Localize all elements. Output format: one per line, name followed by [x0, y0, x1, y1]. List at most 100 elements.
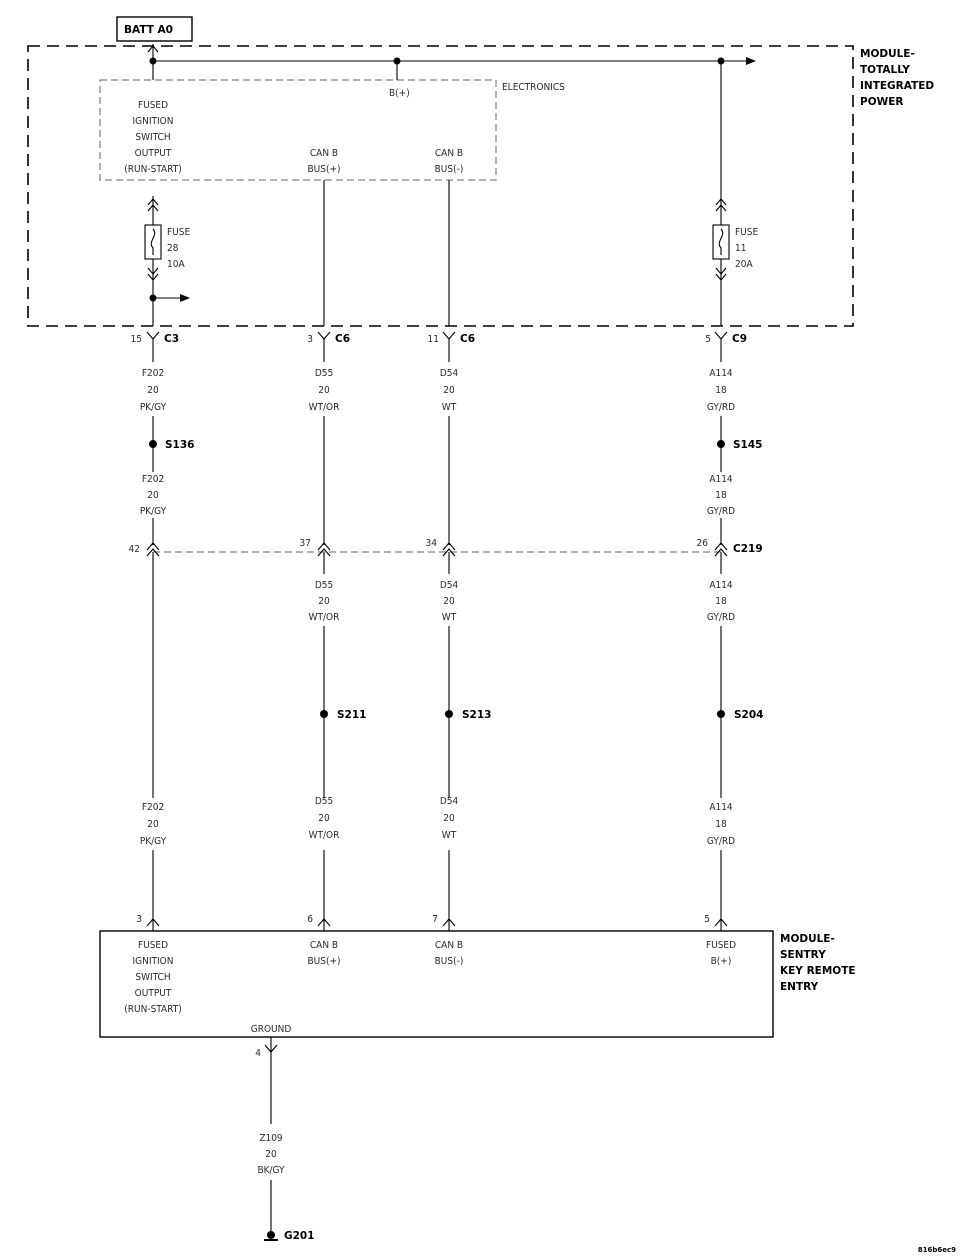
tipm-output-text: BUS(+): [307, 164, 340, 175]
wire-color: PK/GY: [140, 836, 167, 847]
fuse-element: [150, 228, 156, 255]
connector-chevron: [146, 331, 160, 340]
splice-name: S136: [165, 439, 194, 451]
connector-chevron: [442, 542, 456, 557]
pin-number: 34: [426, 538, 438, 549]
tipm-title-line: INTEGRATED: [860, 80, 934, 92]
wire-code: D55: [315, 796, 333, 807]
splice-s204: S204: [717, 709, 763, 721]
wire-label-d55-bottom: D55 20 WT/OR: [309, 796, 340, 841]
wire-label-z109: Z109 20 BK/GY: [257, 1133, 285, 1176]
pin-number: 6: [307, 914, 313, 925]
connector-c6-pin3: 3 C6: [307, 331, 350, 345]
tipm-boundary: [27, 45, 854, 327]
wire-gauge: 18: [715, 596, 727, 607]
skrem-input-text: FUSED: [138, 940, 168, 951]
wire-code: A114: [709, 802, 733, 813]
fuse-connector-chevron: [715, 267, 727, 281]
splice-s213: S213: [445, 709, 491, 721]
skrem-input-text: CAN B: [310, 940, 338, 951]
skrem-title-line: KEY REMOTE: [780, 965, 856, 977]
fuse-number: 28: [167, 243, 179, 254]
fuse-rating: 10A: [167, 259, 185, 270]
tipm-title-line: MODULE-: [860, 48, 915, 60]
wire-gauge: 20: [443, 385, 455, 396]
skrem-input-text: FUSED: [706, 940, 736, 951]
wire-gauge: 18: [715, 819, 727, 830]
wire-gauge: 20: [147, 819, 159, 830]
fuse-rating: 20A: [735, 259, 753, 270]
wire-code: A114: [709, 474, 733, 485]
skrem-input-fused-ignition: FUSED IGNITION SWITCH OUTPUT (RUN-START): [124, 940, 181, 1015]
wire-color: WT/OR: [309, 830, 340, 841]
splice-s145: S145: [717, 439, 762, 451]
pin-number: 4: [255, 1048, 261, 1059]
tipm-title-line: POWER: [860, 96, 903, 108]
wire-code: D55: [315, 368, 333, 379]
splice-dot: [717, 440, 725, 448]
connector-name: C219: [733, 543, 763, 555]
connector-c9: 5 C9: [705, 331, 747, 345]
wire-color: GY/RD: [707, 612, 735, 623]
connector-chevron: [146, 542, 160, 557]
skrem-input-text: (RUN-START): [124, 1004, 181, 1015]
pin-number: 15: [131, 334, 142, 345]
connector-c219: 42 37 34 26 C219: [129, 538, 763, 557]
skrem-input-text: BUS(+): [307, 956, 340, 967]
wire-gauge: 18: [715, 490, 727, 501]
wire-code: D55: [315, 580, 333, 591]
wire-gauge: 20: [318, 596, 330, 607]
pin-number: 3: [307, 334, 313, 345]
batt-connector-chevron: [147, 45, 159, 53]
fuse-element: [718, 228, 724, 255]
tipm-output-text: BUS(-): [435, 164, 464, 175]
skrem-input-can-b-plus: CAN B BUS(+): [307, 940, 340, 967]
wire-color: PK/GY: [140, 402, 167, 413]
skrem-input-text: B(+): [711, 956, 732, 967]
connector-name: C6: [460, 333, 475, 345]
wire-label-d55-top: D55 20 WT/OR: [309, 368, 340, 413]
connector-chevron: [714, 542, 728, 557]
tipm-output-text: OUTPUT: [135, 148, 172, 159]
wire-label-a114-low: A114 18 GY/RD: [707, 580, 735, 623]
skrem-module-box: [99, 930, 774, 1038]
tipm-output-can-b-minus: CAN B BUS(-): [435, 148, 464, 175]
wire-label-f202-mid: F202 20 PK/GY: [140, 474, 167, 517]
connector-chevron: [317, 542, 331, 557]
wire-code: F202: [142, 368, 164, 379]
ground-connector: 4: [255, 1044, 278, 1059]
tipm-title-line: TOTALLY: [860, 64, 910, 76]
pin-number: 26: [697, 538, 709, 549]
wire-code: D54: [440, 368, 459, 379]
skrem-input-can-b-minus: CAN B BUS(-): [435, 940, 464, 967]
wire-code: Z109: [259, 1133, 283, 1144]
tipm-output-text: IGNITION: [133, 116, 174, 127]
connector-name: C3: [164, 333, 179, 345]
splice-dot: [717, 710, 725, 718]
wire-label-d54-low: D54 20 WT: [440, 580, 459, 623]
splice-dot: [445, 710, 453, 718]
skrem-input-fused-b-plus: FUSED B(+): [706, 940, 736, 967]
wire-code: D54: [440, 580, 459, 591]
b-plus-label: B(+): [389, 88, 410, 99]
wire-label-a114-top: A114 18 GY/RD: [707, 368, 735, 413]
ground-label: GROUND: [251, 1024, 292, 1035]
wire-color: BK/GY: [257, 1165, 285, 1176]
tipm-output-text: CAN B: [435, 148, 463, 159]
tipm-output-text: (RUN-START): [124, 164, 181, 175]
wire-label-d54-top: D54 20 WT: [440, 368, 459, 413]
wire-code: F202: [142, 802, 164, 813]
splice-dot: [149, 440, 157, 448]
electronics-box: [99, 79, 497, 181]
electronics-label: ELECTRONICS: [502, 82, 565, 93]
wire-gauge: 20: [443, 596, 455, 607]
wire-label-d54-bottom: D54 20 WT: [440, 796, 459, 841]
pin-number: 5: [705, 334, 711, 345]
wire-label-d55-low: D55 20 WT/OR: [309, 580, 340, 623]
wire-color: WT: [442, 612, 457, 623]
fuse-label: FUSE: [167, 227, 190, 238]
wire-color: WT/OR: [309, 612, 340, 623]
splice-name: S145: [733, 439, 762, 451]
pin-number: 42: [129, 544, 140, 555]
batt-label-box: [116, 16, 193, 42]
